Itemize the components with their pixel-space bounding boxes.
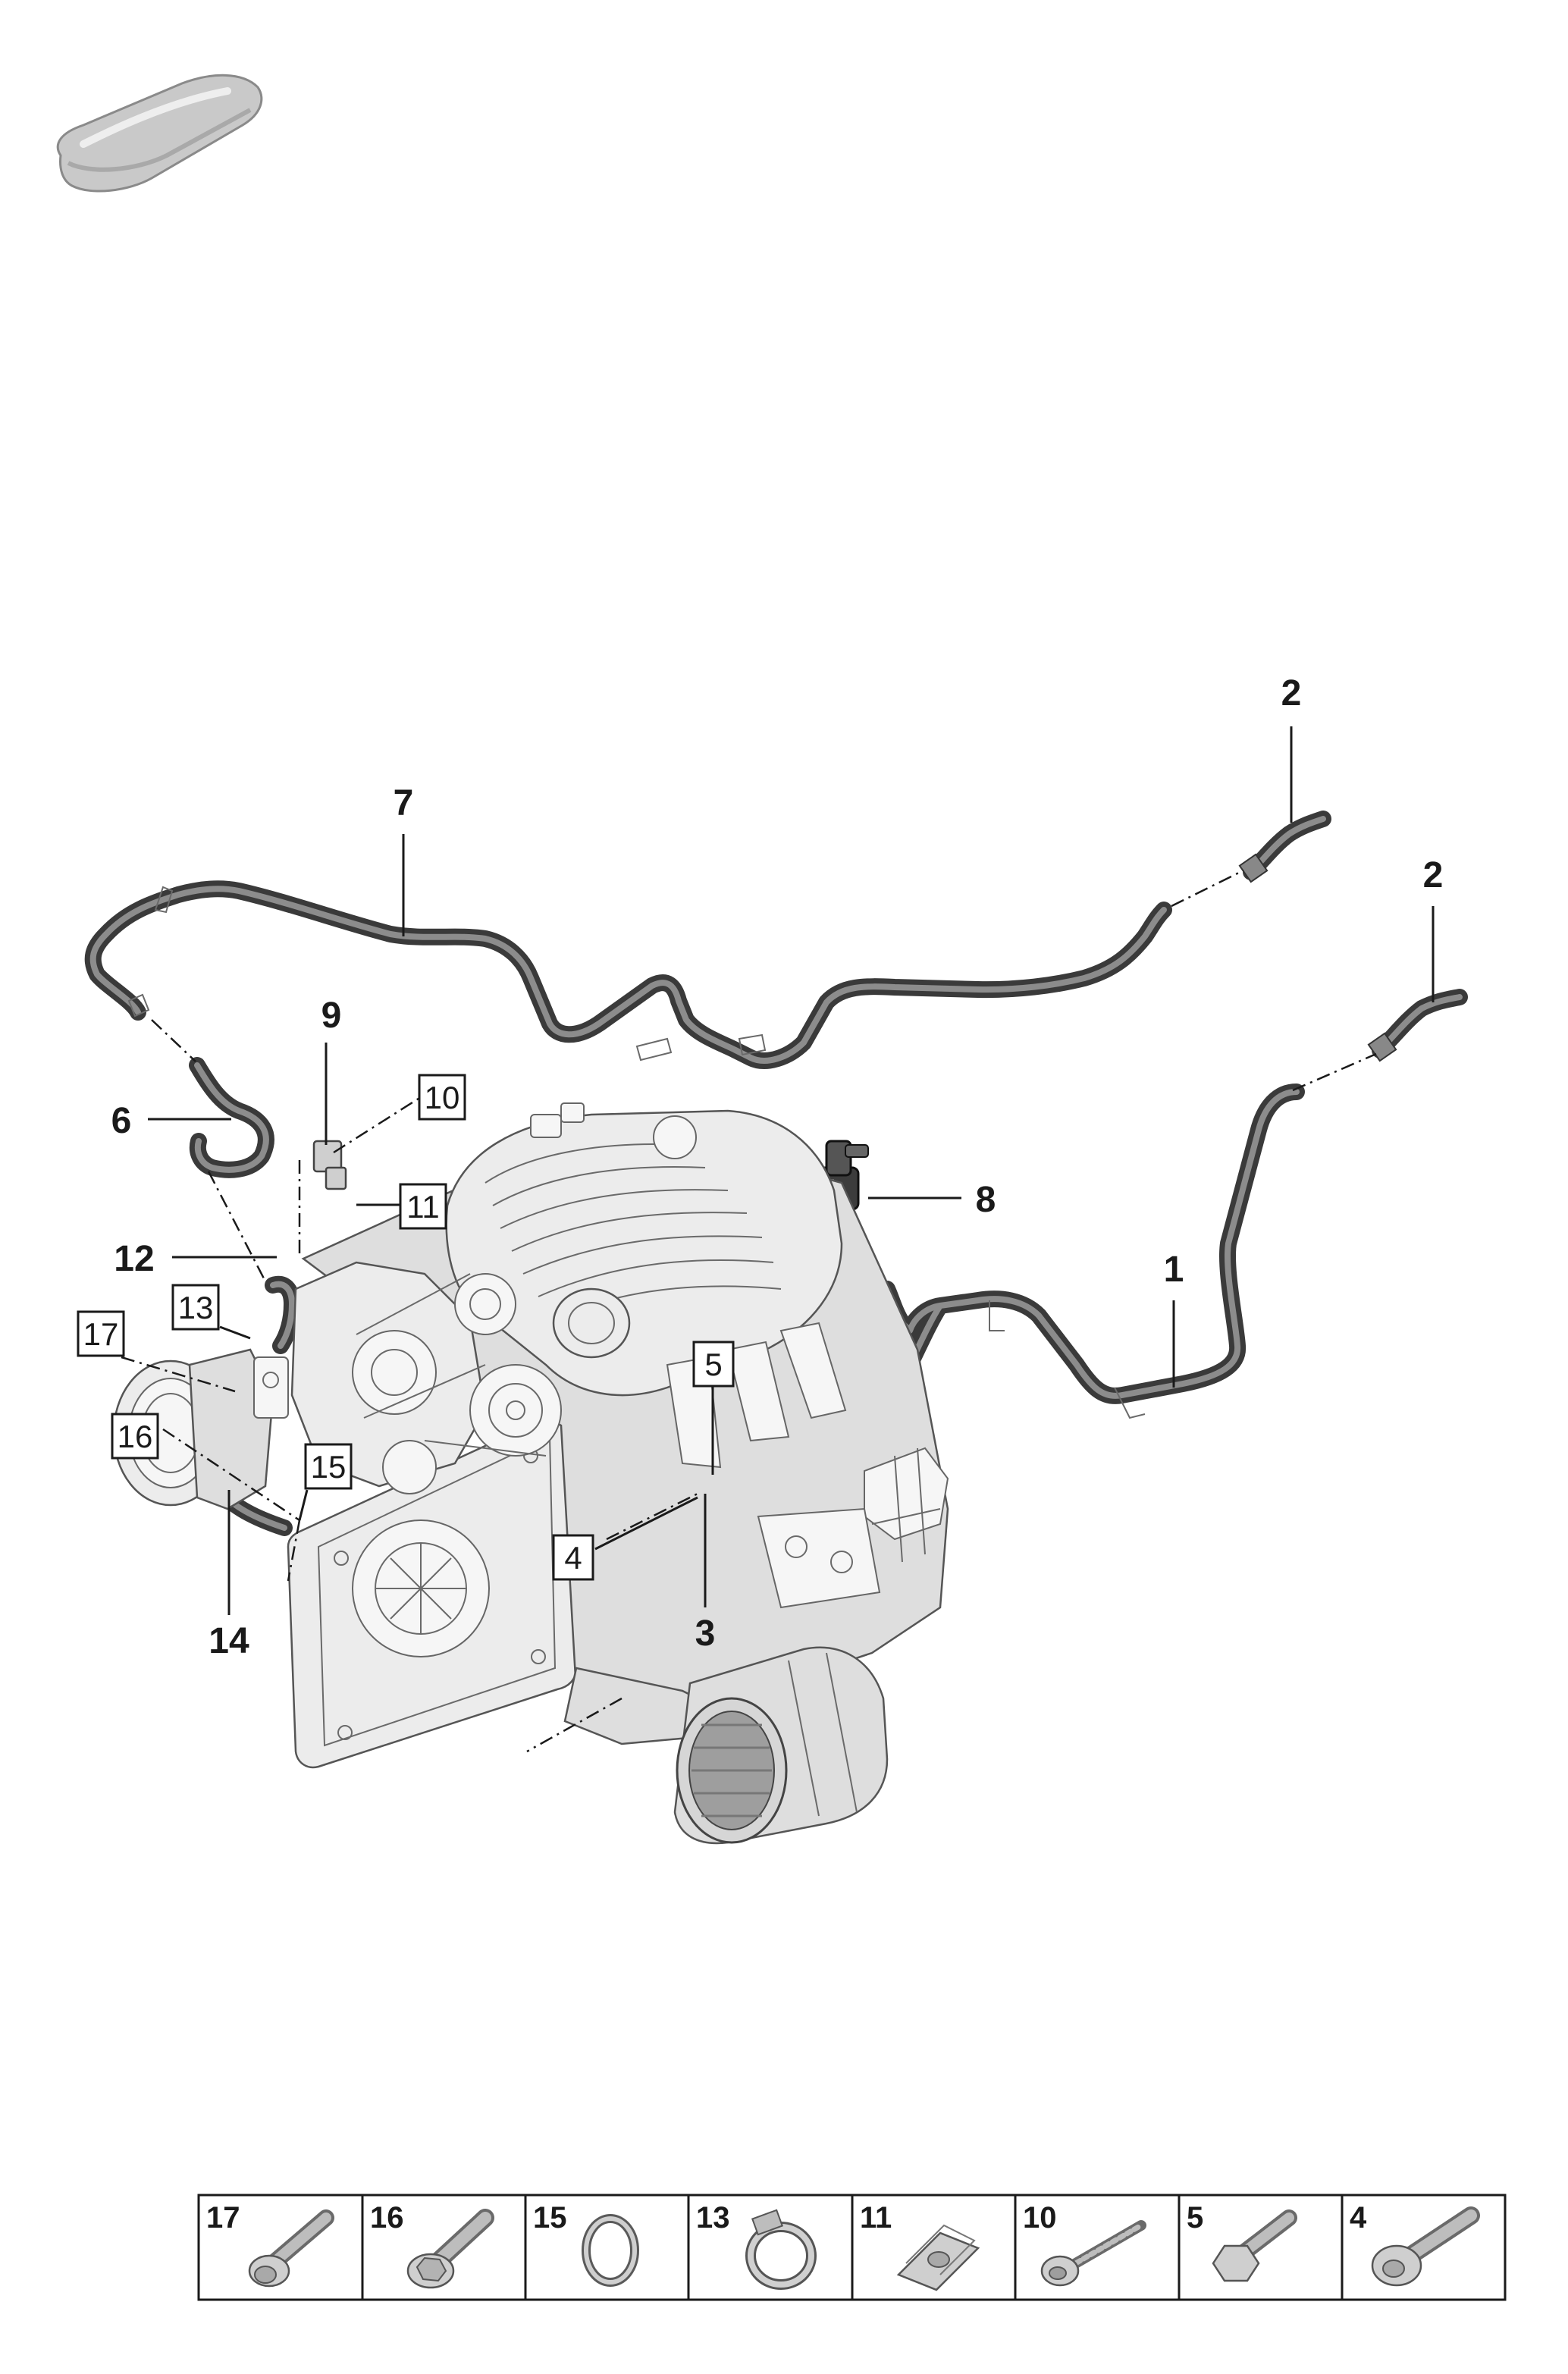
svg-text:11: 11 xyxy=(406,1189,440,1225)
boxed-callout-5: 5 xyxy=(692,1341,735,1388)
boxed-callout-labels: 10 11 13 17 16 15 5 4 xyxy=(77,1074,735,1581)
callout-2-lower: 2 xyxy=(1423,855,1444,895)
coolant-hose-6 xyxy=(189,1057,274,1178)
svg-text:10: 10 xyxy=(425,1080,460,1115)
callout-7: 7 xyxy=(394,783,414,823)
callout-12: 12 xyxy=(114,1239,154,1279)
engine-assembly xyxy=(112,1102,949,1845)
svg-text:16: 16 xyxy=(118,1419,153,1454)
callout-8: 8 xyxy=(976,1180,996,1220)
boxed-callout-13: 13 xyxy=(171,1284,220,1331)
boxed-callout-10: 10 xyxy=(418,1074,466,1121)
valve-9 xyxy=(312,1140,347,1190)
boxed-callout-17: 17 xyxy=(77,1310,125,1357)
callout-14: 14 xyxy=(209,1621,249,1661)
hex-bolt-icon xyxy=(1212,2209,1297,2282)
svg-text:17: 17 xyxy=(83,1316,119,1352)
table-cell-label: 13 xyxy=(696,2201,730,2234)
svg-text:5: 5 xyxy=(704,1347,722,1382)
boxed-callout-16: 16 xyxy=(111,1413,159,1460)
table-cell-label: 15 xyxy=(533,2201,567,2234)
callout-6: 6 xyxy=(111,1101,132,1141)
self-tapping-screw-icon xyxy=(1040,2220,1146,2287)
callout-9: 9 xyxy=(321,996,342,1036)
o-ring-icon xyxy=(582,2214,639,2287)
torx-bolt-icon xyxy=(1371,2206,1480,2287)
clip-nut-icon xyxy=(896,2224,980,2291)
bolt-flange-icon xyxy=(248,2209,334,2288)
parts-table: 17 16 15 13 11 10 5 4 xyxy=(197,2194,1507,2301)
boxed-callout-4: 4 xyxy=(552,1534,594,1581)
bolt-hex-flange-icon xyxy=(406,2209,494,2289)
table-cell-label: 4 xyxy=(1350,2201,1367,2234)
coolant-hose-7 xyxy=(84,880,1172,1069)
callout-1: 1 xyxy=(1164,1250,1184,1290)
leader-lines xyxy=(148,726,1435,1615)
coolant-hose-12 xyxy=(265,1275,300,1354)
table-cell-label: 5 xyxy=(1187,2201,1203,2234)
boxed-callout-11: 11 xyxy=(399,1183,447,1230)
table-cell-label: 11 xyxy=(860,2201,892,2234)
assembly-lines xyxy=(121,869,1377,1753)
callout-2-upper: 2 xyxy=(1281,673,1302,713)
svg-text:13: 13 xyxy=(178,1290,214,1325)
vehicle-thumbnail-icon xyxy=(56,74,263,193)
callout-3: 3 xyxy=(695,1614,716,1654)
boxed-callout-15: 15 xyxy=(304,1443,353,1490)
table-cell-label: 16 xyxy=(370,2201,404,2234)
hose-connector-2-lower xyxy=(1367,989,1468,1062)
hose-connector-2-upper xyxy=(1238,811,1331,883)
table-cell-label: 17 xyxy=(206,2201,240,2234)
hose-clamp-icon xyxy=(745,2209,817,2290)
callout-labels: 7 2 2 1 8 6 9 12 14 3 xyxy=(111,673,1444,1661)
table-cell-label: 10 xyxy=(1023,2201,1057,2234)
svg-text:15: 15 xyxy=(311,1449,347,1485)
svg-text:4: 4 xyxy=(564,1540,582,1576)
